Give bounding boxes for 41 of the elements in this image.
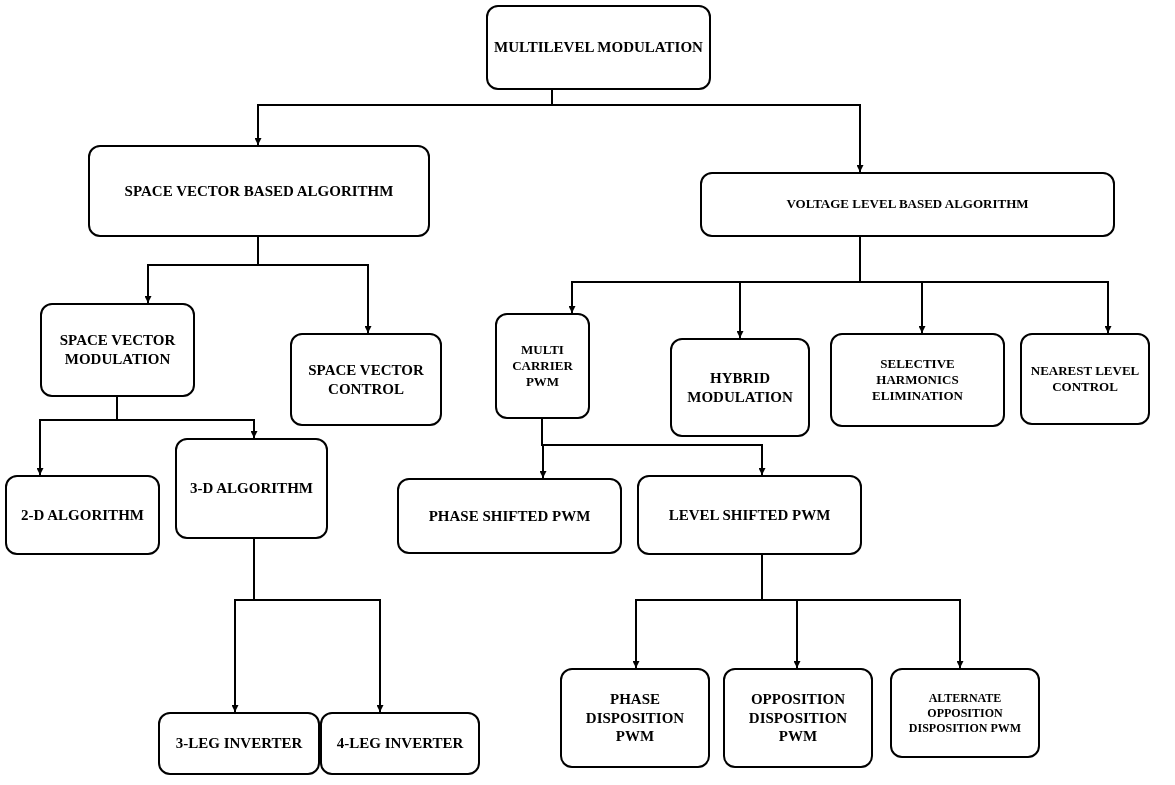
process-box xyxy=(175,438,328,539)
process-box xyxy=(1020,333,1150,425)
box-label: NEAREST LEVEL CONTROL xyxy=(1029,362,1141,396)
process-box xyxy=(320,712,480,775)
arrow xyxy=(541,418,766,476)
box-label: 2-D ALGORITHM xyxy=(21,505,144,525)
box-label: SELECTIVE HARMONICS ELIMINATION xyxy=(871,355,964,405)
process-box xyxy=(723,668,873,768)
arrow xyxy=(761,554,964,669)
process-box xyxy=(670,338,810,437)
process-box xyxy=(890,668,1040,758)
box-label: PHASE DISPOSITION PWM xyxy=(584,689,686,747)
box-label: 3-D ALGORITHM xyxy=(190,479,313,498)
box-label: 4-LEG INVERTER xyxy=(336,734,464,753)
process-box xyxy=(637,475,862,555)
process-box xyxy=(495,313,590,419)
box-label: 3-LEG INVERTER xyxy=(175,734,303,753)
process-box xyxy=(830,333,1005,427)
box-label: MULTI CARRIER PWM xyxy=(511,341,574,391)
box-label: OPPOSITION DISPOSITION PWM xyxy=(747,689,849,747)
process-box xyxy=(560,668,710,768)
process-box xyxy=(700,172,1115,237)
box-label: ALTERNATE OPPOSITION DISPOSITION PWM xyxy=(907,690,1023,736)
process-box xyxy=(397,478,622,554)
box-label: PHASE SHIFTED PWM xyxy=(428,506,591,526)
box-label: HYBRID MODULATION xyxy=(686,368,794,407)
box-label: VOLTAGE LEVEL BASED ALGORITHM xyxy=(786,196,1029,213)
arrow xyxy=(257,236,372,334)
process-box xyxy=(40,303,195,397)
process-box xyxy=(158,712,320,775)
process-box xyxy=(486,5,711,90)
box-label: SPACE VECTOR BASED ALGORITHM xyxy=(124,181,394,201)
arrow xyxy=(859,236,1112,334)
box-label: LEVEL SHIFTED PWM xyxy=(668,505,831,525)
arrow xyxy=(253,538,384,713)
process-box xyxy=(88,145,430,237)
box-label: SPACE VECTOR CONTROL xyxy=(307,360,425,399)
process-box xyxy=(5,475,160,555)
box-label: MULTILEVEL MODULATION xyxy=(494,38,703,57)
box-label: SPACE VECTOR MODULATION xyxy=(58,331,177,369)
process-box xyxy=(290,333,442,426)
